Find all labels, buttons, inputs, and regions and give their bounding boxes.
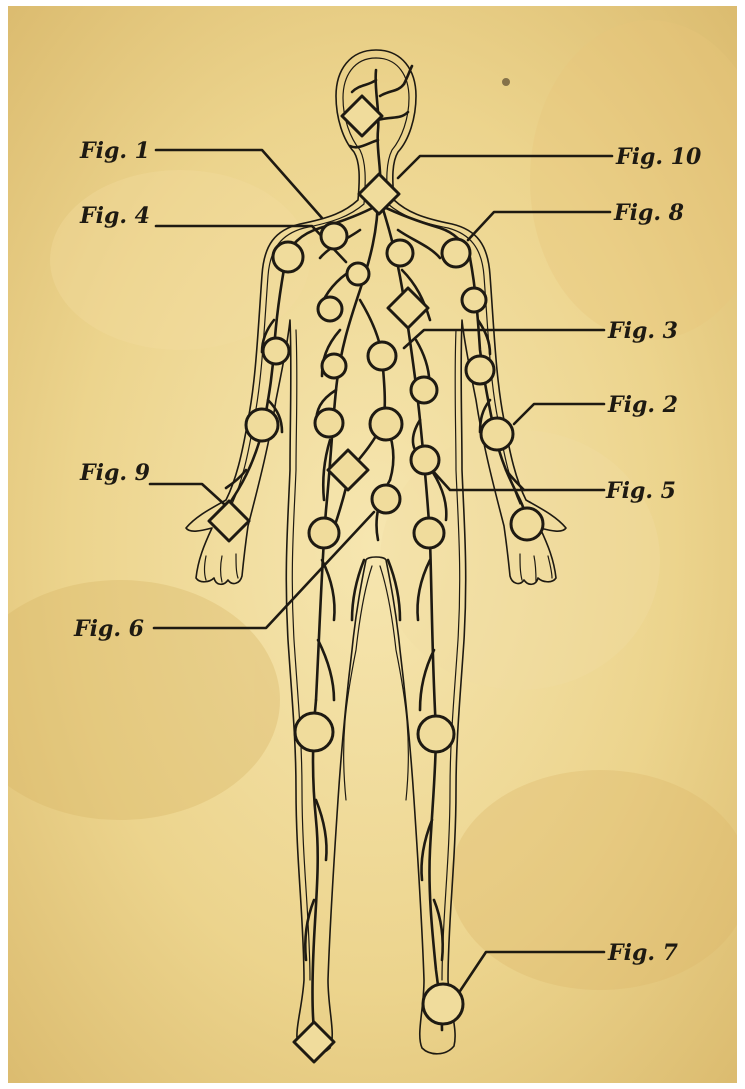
label-fig10: Fig. 10 <box>615 144 702 170</box>
label-fig2: Fig. 2 <box>607 392 678 418</box>
node-circle <box>315 409 343 437</box>
node-circle <box>411 377 437 403</box>
anatomical-chart: Fig. 1 Fig. 10 Fig. 4 Fig. 8 Fig. 3 Fig.… <box>8 6 737 1083</box>
node-circle <box>423 984 463 1024</box>
label-fig4: Fig. 4 <box>79 203 150 229</box>
label-fig3: Fig. 3 <box>607 318 678 344</box>
label-fig9: Fig. 9 <box>79 460 150 486</box>
node-circle <box>321 223 347 249</box>
node-circle <box>322 354 346 378</box>
node-circle <box>318 297 342 321</box>
node-circle <box>411 446 439 474</box>
node-circle <box>481 418 513 450</box>
node-circle <box>466 356 494 384</box>
label-fig1: Fig. 1 <box>79 138 150 164</box>
node-circle <box>462 288 486 312</box>
ink-spot <box>502 78 510 86</box>
node-circle <box>370 408 402 440</box>
node-circle <box>511 508 543 540</box>
label-fig6: Fig. 6 <box>73 616 144 642</box>
node-circle <box>295 713 333 751</box>
node-circle <box>387 240 413 266</box>
label-fig8: Fig. 8 <box>613 200 684 226</box>
node-circle <box>309 518 339 548</box>
label-fig5: Fig. 5 <box>605 478 676 504</box>
node-circle <box>263 338 289 364</box>
node-circle <box>418 716 454 752</box>
node-circle <box>368 342 396 370</box>
node-circle <box>273 242 303 272</box>
node-circle <box>414 518 444 548</box>
node-circle <box>372 485 400 513</box>
label-fig7: Fig. 7 <box>607 940 679 966</box>
node-circle <box>442 239 470 267</box>
node-circle <box>246 409 278 441</box>
node-circle <box>347 263 369 285</box>
